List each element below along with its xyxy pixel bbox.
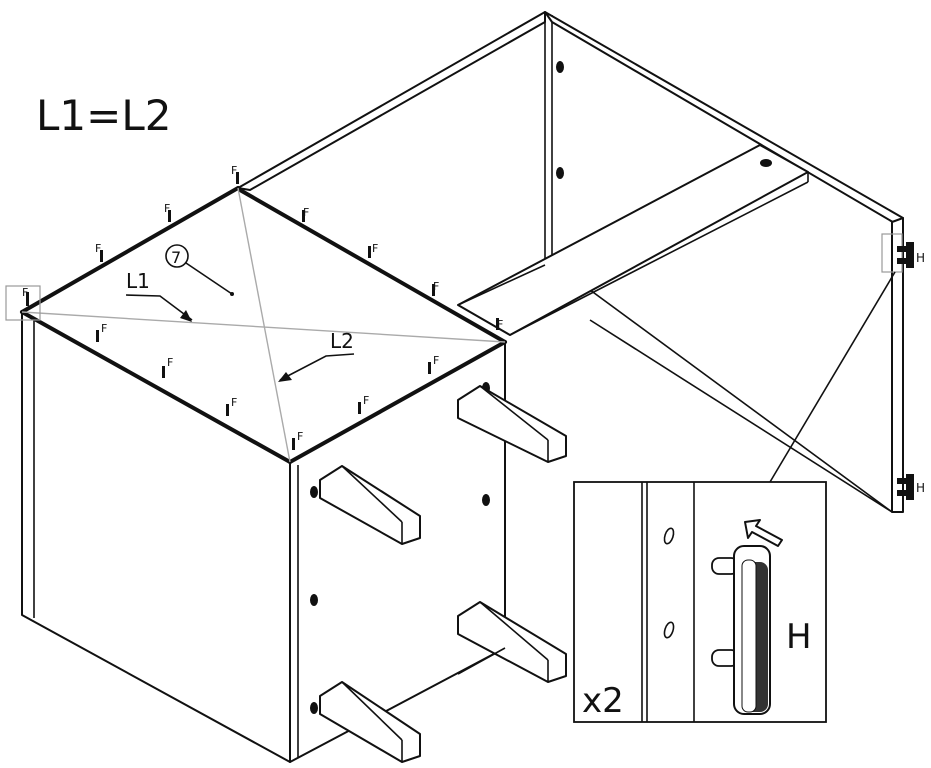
svg-text:F: F: [433, 354, 439, 367]
front-cabinet: [20, 186, 507, 763]
shelf-board: [457, 144, 809, 336]
fastener-mark: F: [496, 318, 503, 331]
quantity-label: x2: [582, 681, 624, 721]
fastener-mark: F: [432, 280, 439, 296]
step-number-badge: 7: [165, 244, 234, 296]
fastener-mark: F: [96, 322, 107, 342]
hole: [556, 61, 564, 73]
hole: [482, 494, 490, 506]
fastener-mark: F: [95, 242, 103, 262]
leg: [457, 601, 567, 683]
fastener-marks: F F F F F F F F F F F F F F: [5, 164, 503, 450]
svg-text:F: F: [363, 394, 369, 407]
hole: [310, 486, 318, 498]
fastener-mark: F: [292, 430, 303, 450]
hinge-detail-box: x2 H: [573, 481, 827, 723]
fastener-mark: F: [358, 394, 369, 414]
leg: [457, 385, 567, 463]
diagonal-l2: [237, 187, 291, 463]
direction-arrow-icon: [744, 519, 783, 547]
fastener-mark: F: [231, 164, 239, 184]
hole: [556, 167, 564, 179]
hinge-label-bottom: H: [916, 481, 925, 495]
fastener-mark: F: [428, 354, 439, 374]
hole: [760, 159, 772, 167]
l1-callout: L1: [125, 269, 193, 322]
right-side-panel: [891, 217, 904, 513]
hinge-bottom: H: [897, 474, 925, 500]
hole: [663, 527, 675, 545]
fastener-mark: F: [164, 202, 171, 222]
svg-text:F: F: [297, 430, 303, 443]
rear-cabinet: [237, 11, 904, 513]
svg-text:F: F: [231, 164, 237, 177]
l2-label: L2: [330, 329, 354, 353]
hinge-part-icon: [711, 545, 771, 715]
fastener-mark: F: [302, 206, 309, 222]
fastener-mark: F: [162, 356, 173, 378]
step-number: 7: [171, 248, 181, 267]
svg-text:F: F: [22, 286, 28, 299]
svg-text:F: F: [372, 242, 378, 255]
l2-callout: L2: [278, 329, 355, 382]
leg: [319, 681, 421, 763]
svg-text:F: F: [164, 202, 170, 215]
callout-leader: [769, 271, 896, 483]
svg-text:F: F: [95, 242, 101, 255]
svg-text:F: F: [497, 318, 503, 331]
svg-text:F: F: [101, 322, 107, 335]
back-panel: [237, 11, 546, 191]
svg-text:F: F: [167, 356, 173, 369]
svg-text:F: F: [231, 396, 237, 409]
svg-text:F: F: [303, 206, 309, 219]
hole: [310, 702, 318, 714]
hinge-top: H: [881, 233, 925, 273]
fastener-mark-corner: F: [5, 285, 41, 321]
fastener-mark: F: [368, 242, 378, 258]
hole: [663, 621, 675, 639]
equation-label: L1=L2: [36, 91, 171, 140]
fastener-mark: F: [226, 396, 237, 416]
hinge-label-top: H: [916, 251, 925, 265]
l1-label: L1: [126, 269, 150, 293]
hinge-detail-label: H: [786, 617, 812, 657]
hole: [310, 594, 318, 606]
leg: [319, 465, 421, 545]
svg-text:F: F: [433, 280, 439, 293]
diagonal-l1: [21, 311, 506, 343]
